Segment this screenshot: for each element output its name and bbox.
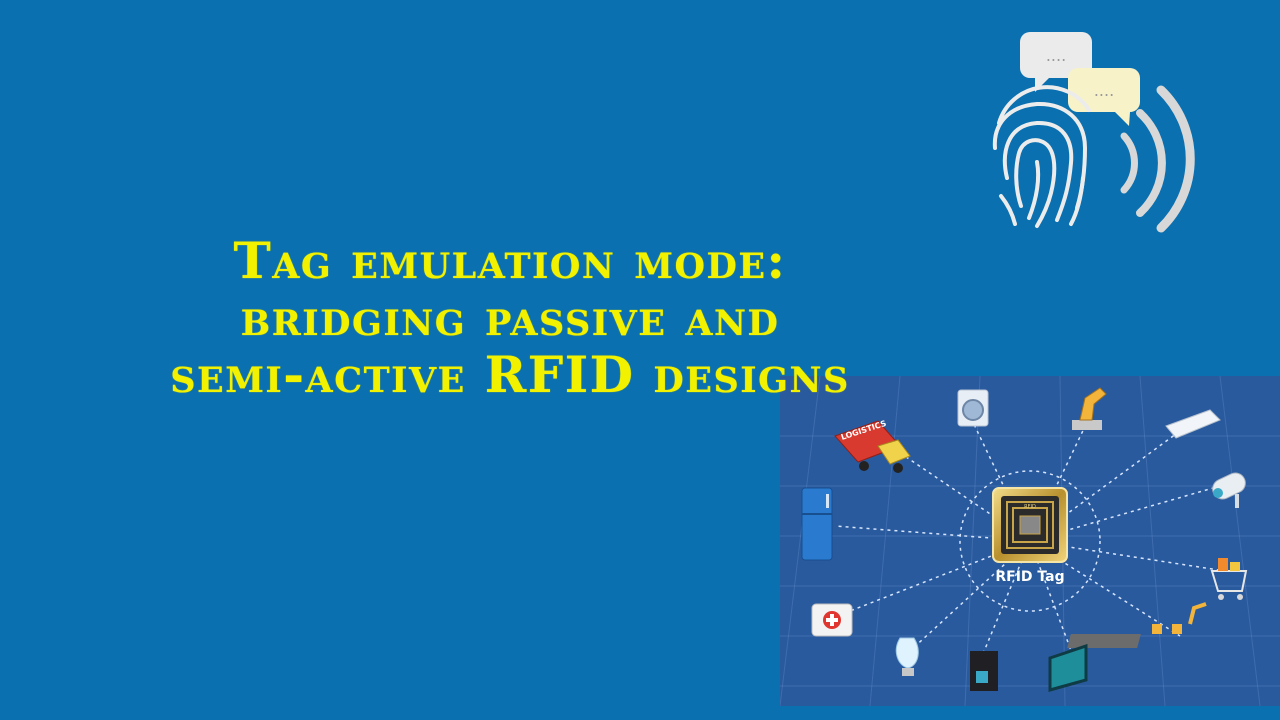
connection-lines bbox=[834, 415, 1226, 662]
light-bulb-icon bbox=[895, 637, 919, 676]
chat-bubble-icon: .... bbox=[1020, 32, 1092, 92]
rfid-network-illustration: RFID RFID Tag bbox=[780, 376, 1280, 706]
air-conditioner-icon bbox=[1165, 409, 1221, 439]
bubble-dots: .... bbox=[1046, 46, 1066, 65]
rfid-tag-label: RFID Tag bbox=[995, 569, 1064, 585]
bubble-dots: .... bbox=[1094, 81, 1114, 100]
refrigerator-icon bbox=[801, 487, 833, 561]
title-line-2: bridging passive and bbox=[240, 288, 780, 347]
first-aid-kit-icon bbox=[811, 603, 853, 637]
title-line-1: Tag emulation mode: bbox=[233, 231, 787, 290]
assembly-line-icon bbox=[1067, 602, 1207, 648]
signal-waves-icon bbox=[1120, 85, 1195, 233]
chat-bubble-icon: .... bbox=[1068, 68, 1140, 126]
washing-machine-icon bbox=[957, 389, 989, 427]
shopping-cart-icon bbox=[1210, 558, 1248, 600]
coffee-machine-icon bbox=[970, 651, 998, 691]
robot-arm-icon bbox=[1072, 387, 1107, 430]
chip-label: RFID bbox=[1024, 504, 1036, 510]
security-camera-icon bbox=[1212, 472, 1246, 508]
slide-title: Tag emulation mode: bridging passive and… bbox=[30, 232, 990, 403]
fingerprint-icon bbox=[992, 85, 1091, 228]
rfid-chip-icon: RFID bbox=[992, 487, 1068, 563]
fingerprint-signal-illustration: .... .... bbox=[992, 32, 1195, 233]
tv-screen-icon bbox=[1048, 643, 1088, 692]
title-line-3: semi-active RFID designs bbox=[170, 345, 850, 404]
